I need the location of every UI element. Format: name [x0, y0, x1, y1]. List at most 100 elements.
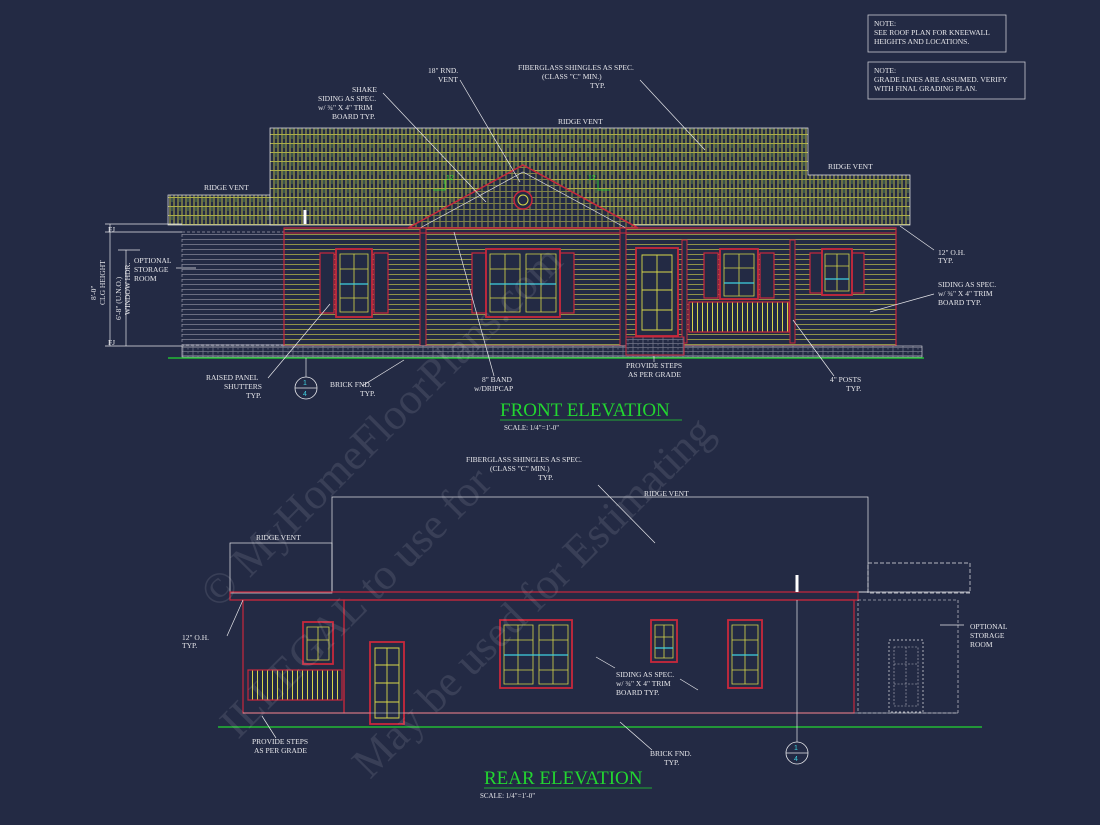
svg-text:w/ ¾" X 4" TRIM: w/ ¾" X 4" TRIM	[938, 289, 993, 298]
svg-text:BOARD TYP.: BOARD TYP.	[616, 688, 659, 697]
svg-text:BOARD TYP.: BOARD TYP.	[938, 298, 981, 307]
svg-text:SIDING AS SPEC.: SIDING AS SPEC.	[616, 670, 674, 679]
rear-window-porch	[302, 621, 334, 665]
svg-text:SIDING AS SPEC.: SIDING AS SPEC.	[938, 280, 996, 289]
rear-leader-lines	[226, 484, 964, 751]
svg-text:TYP.: TYP.	[590, 81, 605, 90]
front-scale: SCALE: 1/4"=1'-0"	[504, 424, 559, 432]
svg-text:RIDGE VENT: RIDGE VENT	[644, 489, 689, 498]
svg-text:4: 4	[794, 756, 798, 763]
svg-text:TYP.: TYP.	[664, 758, 679, 767]
front-section-marker: 1 4	[294, 358, 318, 400]
svg-text:TYP.: TYP.	[182, 641, 197, 650]
svg-text:(CLASS "C" MIN.): (CLASS "C" MIN.)	[490, 464, 550, 473]
rear-section-marker: 1 4	[785, 741, 809, 765]
svg-text:SHUTTERS: SHUTTERS	[224, 382, 262, 391]
rear-window-double	[499, 619, 573, 689]
svg-text:18" RND.: 18" RND.	[428, 66, 458, 75]
front-main-roof	[269, 127, 911, 226]
svg-text:STORAGE: STORAGE	[970, 631, 1005, 640]
svg-text:RIDGE VENT: RIDGE VENT	[828, 162, 873, 171]
roof-pitch-marker-left: 12	[433, 175, 454, 191]
svg-text:STORAGE: STORAGE	[134, 265, 169, 274]
round-vent	[513, 190, 533, 210]
svg-text:WITH FINAL GRADING PLAN.: WITH FINAL GRADING PLAN.	[874, 84, 977, 93]
svg-text:12: 12	[446, 175, 454, 182]
front-door	[635, 247, 679, 337]
svg-text:4: 4	[303, 391, 307, 398]
svg-text:WINDOW HDR.: WINDOW HDR.	[123, 263, 132, 315]
svg-text:FIBERGLASS SHINGLES AS SPEC.: FIBERGLASS SHINGLES AS SPEC.	[466, 455, 582, 464]
svg-text:AS PER GRADE: AS PER GRADE	[628, 370, 681, 379]
rear-porch-railing	[247, 669, 343, 701]
svg-text:w/ ¾" X 4" TRIM: w/ ¾" X 4" TRIM	[318, 103, 373, 112]
front-elevation-title: FRONT ELEVATION	[500, 400, 670, 421]
front-storage-room	[181, 231, 285, 346]
svg-text:RIDGE VENT: RIDGE VENT	[558, 117, 603, 126]
svg-text:BRICK FND.: BRICK FND.	[330, 380, 372, 389]
svg-text:6'-8" (U.N.O.): 6'-8" (U.N.O.)	[114, 276, 123, 320]
svg-text:8" BAND: 8" BAND	[482, 375, 513, 384]
rear-elevation-title: REAR ELEVATION	[484, 768, 643, 789]
front-window-right	[809, 248, 865, 296]
porch-railing	[688, 301, 790, 333]
svg-text:VENT: VENT	[438, 75, 458, 84]
front-elevation-drawing: 12 12	[89, 63, 996, 400]
svg-text:12: 12	[588, 175, 596, 182]
front-window-left	[319, 248, 389, 318]
svg-text:SHAKE: SHAKE	[352, 85, 377, 94]
svg-text:BRICK FND.: BRICK FND.	[650, 749, 692, 758]
note-roof-plan: NOTE: SEE ROOF PLAN FOR KNEEWALL HEIGHTS…	[867, 14, 1007, 53]
svg-text:FIBERGLASS SHINGLES AS SPEC.: FIBERGLASS SHINGLES AS SPEC.	[518, 63, 634, 72]
front-brick-foundation	[181, 345, 923, 358]
svg-text:4" POSTS: 4" POSTS	[830, 375, 861, 384]
svg-text:FJ: FJ	[108, 225, 115, 234]
svg-text:GRADE LINES ARE ASSUMED. VERIF: GRADE LINES ARE ASSUMED. VERIFY	[874, 75, 1008, 84]
svg-text:RIDGE VENT: RIDGE VENT	[204, 183, 249, 192]
front-left-roof	[167, 194, 289, 226]
front-window-center	[471, 248, 575, 318]
front-callouts: 18" RND. VENT FIBERGLASS SHINGLES AS SPE…	[134, 63, 996, 400]
rear-elevation-drawing: 1 4 FIBERGLASS SHINGLES AS SPEC. (CLASS …	[182, 455, 1008, 767]
svg-text:SEE ROOF PLAN FOR KNEEWALL: SEE ROOF PLAN FOR KNEEWALL	[874, 28, 990, 37]
svg-text:ROOM: ROOM	[970, 640, 993, 649]
rear-window-small	[650, 619, 678, 663]
front-height-dimension: FJ FJ 8'-0" CLG HEIGHT 6'-8" (U.N.O.) WI…	[89, 223, 182, 347]
svg-text:1: 1	[794, 745, 798, 752]
svg-text:HEIGHTS AND LOCATIONS.: HEIGHTS AND LOCATIONS.	[874, 37, 969, 46]
svg-text:OPTIONAL: OPTIONAL	[134, 256, 172, 265]
svg-text:RAISED PANEL: RAISED PANEL	[206, 373, 259, 382]
svg-text:w/DRIPCAP: w/DRIPCAP	[474, 384, 513, 393]
rear-door	[369, 641, 405, 725]
svg-text:TYP.: TYP.	[846, 384, 861, 393]
rear-scale: SCALE: 1/4"=1'-0"	[480, 792, 535, 800]
svg-text:(CLASS "C" MIN.): (CLASS "C" MIN.)	[542, 72, 602, 81]
svg-text:CLG HEIGHT: CLG HEIGHT	[98, 260, 107, 305]
note-grade-lines: NOTE: GRADE LINES ARE ASSUMED. VERIFY WI…	[867, 61, 1026, 100]
svg-text:w/ ¾" X 4" TRIM: w/ ¾" X 4" TRIM	[616, 679, 671, 688]
svg-text:TYP.: TYP.	[246, 391, 261, 400]
svg-text:NOTE:: NOTE:	[874, 66, 896, 75]
front-leader-lines	[176, 79, 935, 387]
svg-text:1: 1	[303, 380, 307, 387]
svg-text:OPTIONAL: OPTIONAL	[970, 622, 1008, 631]
svg-text:FJ: FJ	[108, 338, 115, 347]
rear-callouts: FIBERGLASS SHINGLES AS SPEC. (CLASS "C" …	[182, 455, 1008, 767]
svg-text:NOTE:: NOTE:	[874, 19, 896, 28]
svg-text:SIDING AS SPEC.: SIDING AS SPEC.	[318, 94, 376, 103]
svg-text:TYP.: TYP.	[360, 389, 375, 398]
front-window-porch	[703, 248, 775, 300]
svg-text:AS PER GRADE: AS PER GRADE	[254, 746, 307, 755]
roof-pitch-marker-right: 12	[588, 175, 610, 191]
rear-window-right	[727, 619, 763, 689]
svg-text:BOARD TYP.: BOARD TYP.	[332, 112, 375, 121]
front-steps	[625, 336, 685, 356]
svg-text:PROVIDE STEPS: PROVIDE STEPS	[626, 361, 682, 370]
svg-text:12" O.H.: 12" O.H.	[182, 633, 209, 642]
svg-text:12" O.H.: 12" O.H.	[938, 248, 965, 257]
svg-text:RIDGE VENT: RIDGE VENT	[256, 533, 301, 542]
svg-text:PROVIDE STEPS: PROVIDE STEPS	[252, 737, 308, 746]
svg-text:TYP.: TYP.	[938, 256, 953, 265]
svg-text:8'-0": 8'-0"	[89, 286, 98, 300]
svg-text:ROOM: ROOM	[134, 274, 157, 283]
